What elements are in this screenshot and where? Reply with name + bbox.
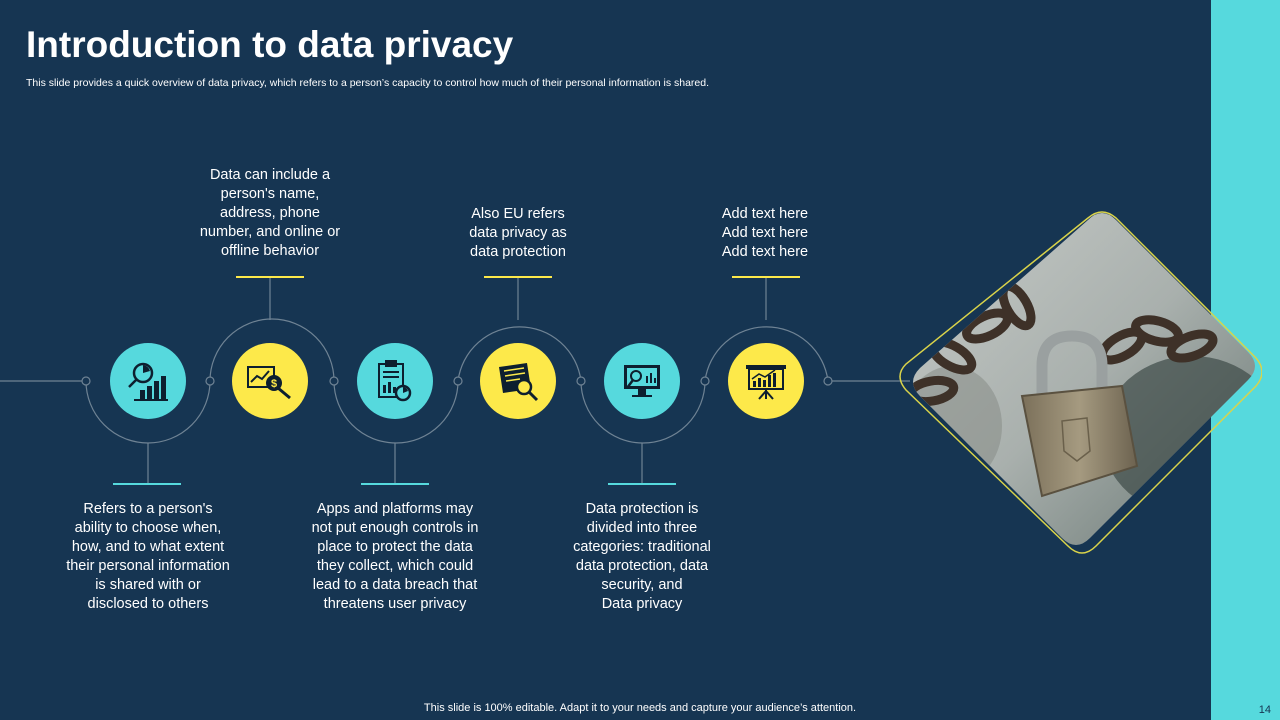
presentation-board-icon	[728, 343, 804, 419]
slide-title[interactable]: Introduction to data privacy	[26, 24, 514, 65]
money-analysis-icon: $	[232, 343, 308, 419]
document-search-icon	[480, 343, 556, 419]
step-2-text[interactable]: Data can include a person's name, addres…	[175, 166, 365, 261]
step-5-description: Data protection is divided into three ca…	[573, 501, 711, 612]
step-6-description: Add text here Add text here Add text her…	[721, 206, 809, 260]
search-chart-icon	[110, 343, 186, 419]
step-1-circle	[110, 343, 186, 419]
step-1-text[interactable]: Refers to a person's ability to choose w…	[53, 500, 243, 614]
step-3-text[interactable]: Apps and platforms may not put enough co…	[300, 500, 490, 614]
step-5-text[interactable]: Data protection is divided into three ca…	[547, 500, 737, 614]
step-6-text[interactable]: Add text here Add text here Add text her…	[670, 205, 860, 262]
step-4-circle	[480, 343, 556, 419]
svg-text:$: $	[271, 378, 277, 390]
slide-footer: This slide is 100% editable. Adapt it to…	[423, 702, 857, 714]
step-3-circle	[357, 343, 433, 419]
step-4-text[interactable]: Also EU refers data privacy as data prot…	[423, 205, 613, 262]
page-number: 14	[1258, 704, 1271, 716]
step-1-description: Refers to a person's ability to choose w…	[66, 501, 230, 612]
timeline-connectors	[0, 276, 910, 485]
step-4-description: Also EU refers data privacy as data prot…	[469, 206, 567, 260]
padlock-photo	[892, 206, 1263, 576]
monitor-search-icon	[604, 343, 680, 419]
step-5-circle	[604, 343, 680, 419]
step-2-description: Data can include a person's name, addres…	[199, 167, 341, 259]
padlock-chain-photo	[899, 211, 1263, 554]
step-6-circle	[728, 343, 804, 419]
report-clipboard-icon	[357, 343, 433, 419]
step-3-description: Apps and platforms may not put enough co…	[311, 501, 479, 612]
slide-subtitle[interactable]: This slide provides a quick overview of …	[26, 77, 710, 89]
step-2-circle: $	[232, 343, 308, 419]
